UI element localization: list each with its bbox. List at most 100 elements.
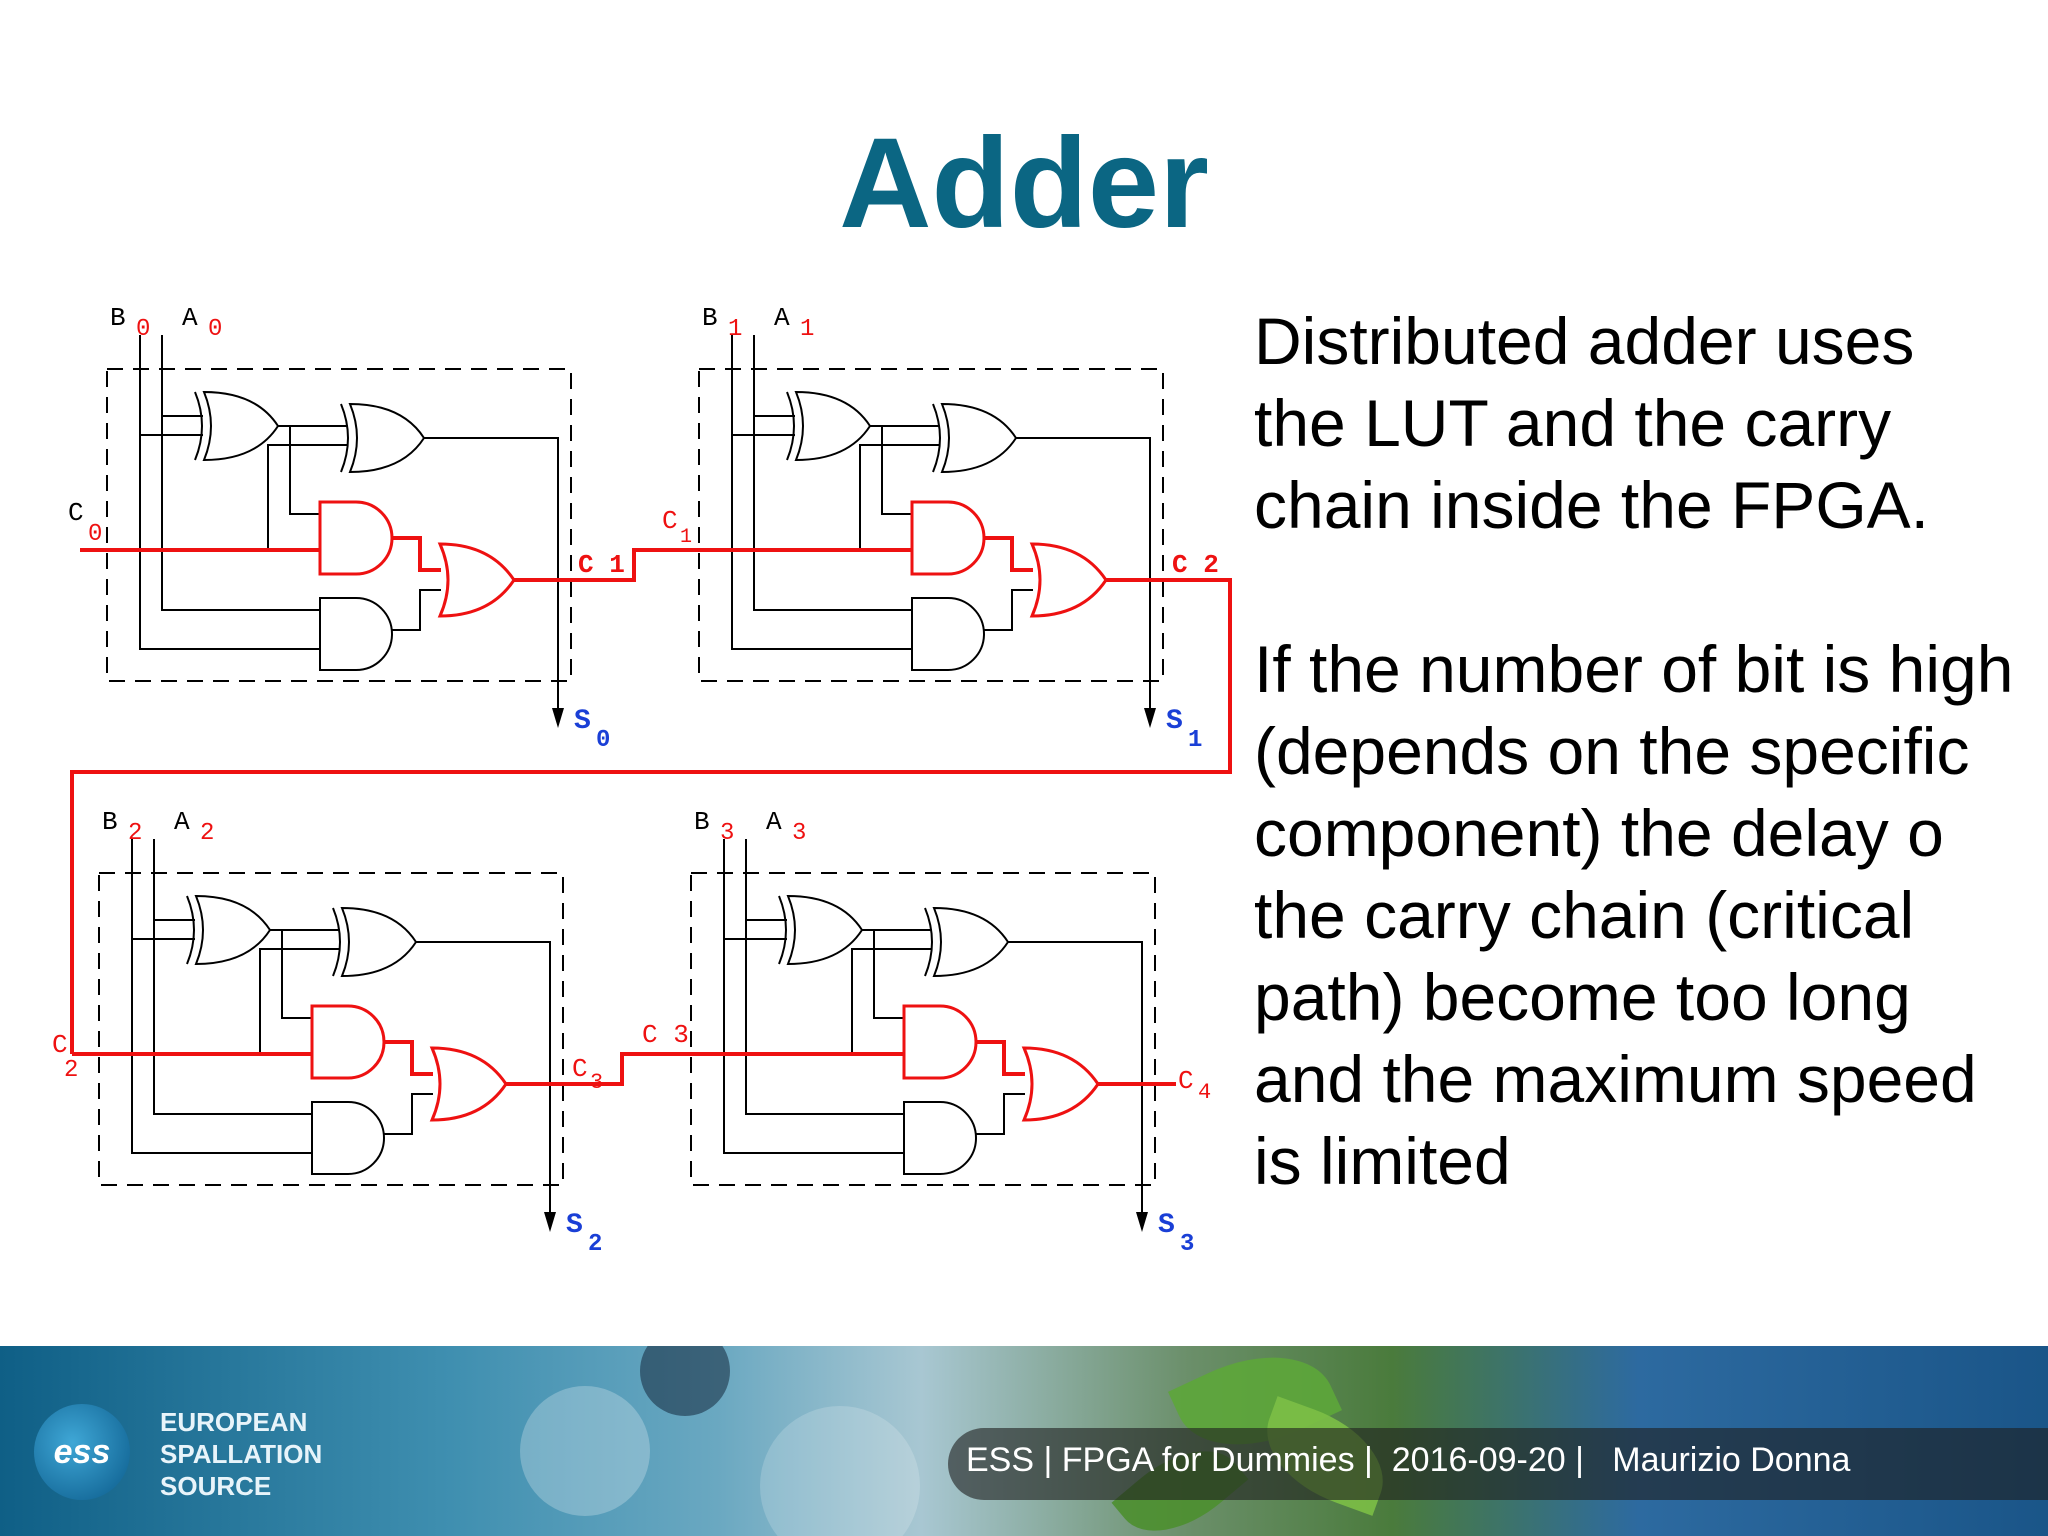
input-b-label: B [102,807,118,837]
and1-to-or [982,536,1033,572]
and-gate-carry [910,500,986,576]
xor-gate-input-curve [778,895,787,965]
xor-gate [340,906,418,978]
carry-c0-label: C [68,498,84,528]
carry-c1-out-label: C 1 [578,550,625,580]
sum-subscript: 0 [596,727,610,754]
xor-gate [794,390,872,462]
footer-info-bar [948,1428,2048,1500]
and2-to-or [386,589,441,631]
diagram-gates [186,390,1108,1175]
input-a-label: A [174,807,190,837]
and-gate [311,1101,385,1175]
input-b-wire [723,839,904,1154]
xor-gate [940,402,1018,474]
footer-decor-bubble [760,1406,920,1536]
carry-c2-in-subscript: 2 [64,1057,78,1084]
footer-banner: ess EUROPEAN SPALLATION SOURCE ESS | FPG… [0,1346,2048,1536]
and1-to-or [382,1040,433,1076]
carry-c3-route [562,1052,664,1086]
input-a-label: A [182,303,198,333]
and2-to-or [978,589,1033,631]
sum-wire [994,941,1143,1224]
sum-label: S [1166,706,1183,737]
xor1-to-and [873,930,904,1019]
footer-decor-bubble [640,1346,730,1416]
logo-line: SPALLATION [160,1439,323,1469]
xor-gate-input-curve [186,895,195,965]
input-a-subscript: 1 [800,316,814,343]
carry-c2-in-label: C [52,1030,68,1060]
xor1-to-and [289,426,320,515]
sum-wire [402,941,551,1224]
input-a-subscript: 3 [792,820,806,847]
input-a-label: A [774,303,790,333]
and1-to-or [390,536,441,572]
input-a-wire [753,335,912,611]
carry-to-xor2 [851,948,932,1054]
footer-decor-bubble [520,1386,650,1516]
sum-label: S [574,706,591,737]
sum-arrow-icon [544,1212,556,1232]
xor-gate-input-curve [932,403,941,473]
input-b-subscript: 3 [720,820,734,847]
body-paragraph-2: If the number of bit is high (depends on… [1254,632,2014,1198]
input-a-wire [161,335,320,611]
sum-arrow-icon [1144,708,1156,728]
input-a-subscript: 0 [208,316,222,343]
input-b-subscript: 2 [128,820,142,847]
or-gate-carry [1021,1046,1100,1122]
xor1-to-and [281,930,312,1019]
carry-to-xor2 [259,948,340,1054]
input-b-label: B [694,807,710,837]
carry-c0-subscript: 0 [88,521,102,548]
xor-gate [194,894,272,966]
carry-to-xor2 [267,444,348,550]
carry-c3-out-label: C [572,1054,588,1084]
sum-arrow-icon [552,708,564,728]
and-gate [911,597,985,671]
carry-to-xor2 [859,444,940,550]
and-gate-carry [318,500,394,576]
input-a-label: A [766,807,782,837]
body-paragraph-1: Distributed adder uses the LUT and the c… [1254,304,1930,542]
and1-to-or [974,1040,1025,1076]
carry-c4-label: C [1178,1066,1194,1096]
carry-c2-out-label: C 2 [1172,550,1219,580]
or-gate-carry [437,542,516,618]
ess-logo-text: EUROPEAN SPALLATION SOURCE [160,1406,322,1502]
and-gate [903,1101,977,1175]
slide-title: Adder [839,112,1209,255]
sum-subscript: 3 [1180,1231,1194,1258]
input-b-wire [131,839,312,1154]
xor-gate-input-curve [340,403,349,473]
and-gate [319,597,393,671]
xor-gate-input-curve [194,391,203,461]
xor-gate [786,894,864,966]
and-gate-carry [902,1004,978,1080]
and-gate-carry [310,1004,386,1080]
input-a-wire [153,839,312,1115]
carry-c4-subscript: 4 [1198,1080,1211,1105]
and2-to-or [378,1093,433,1135]
sum-arrow-icon [1136,1212,1148,1232]
sum-wire [1002,437,1151,720]
sum-subscript: 1 [1188,727,1202,754]
carry-c3-in-label: C 3 [642,1020,689,1050]
input-a-wire [745,839,904,1115]
input-b-label: B [702,303,718,333]
sum-label: S [566,1210,583,1241]
input-b-wire [139,335,320,650]
slide-body: Distributed adder uses the LUT and the c… [1254,300,2014,1202]
ess-logo-icon: ess [34,1404,130,1500]
or-gate-carry [1029,542,1108,618]
logo-line: EUROPEAN [160,1407,308,1437]
or-gate-carry [429,1046,508,1122]
input-b-label: B [110,303,126,333]
sum-wire [410,437,559,720]
input-b-subscript: 0 [136,316,150,343]
xor-gate-input-curve [332,907,341,977]
footer-info-text: ESS | FPGA for Dummies | 2016-09-20 | Ma… [966,1441,1851,1479]
